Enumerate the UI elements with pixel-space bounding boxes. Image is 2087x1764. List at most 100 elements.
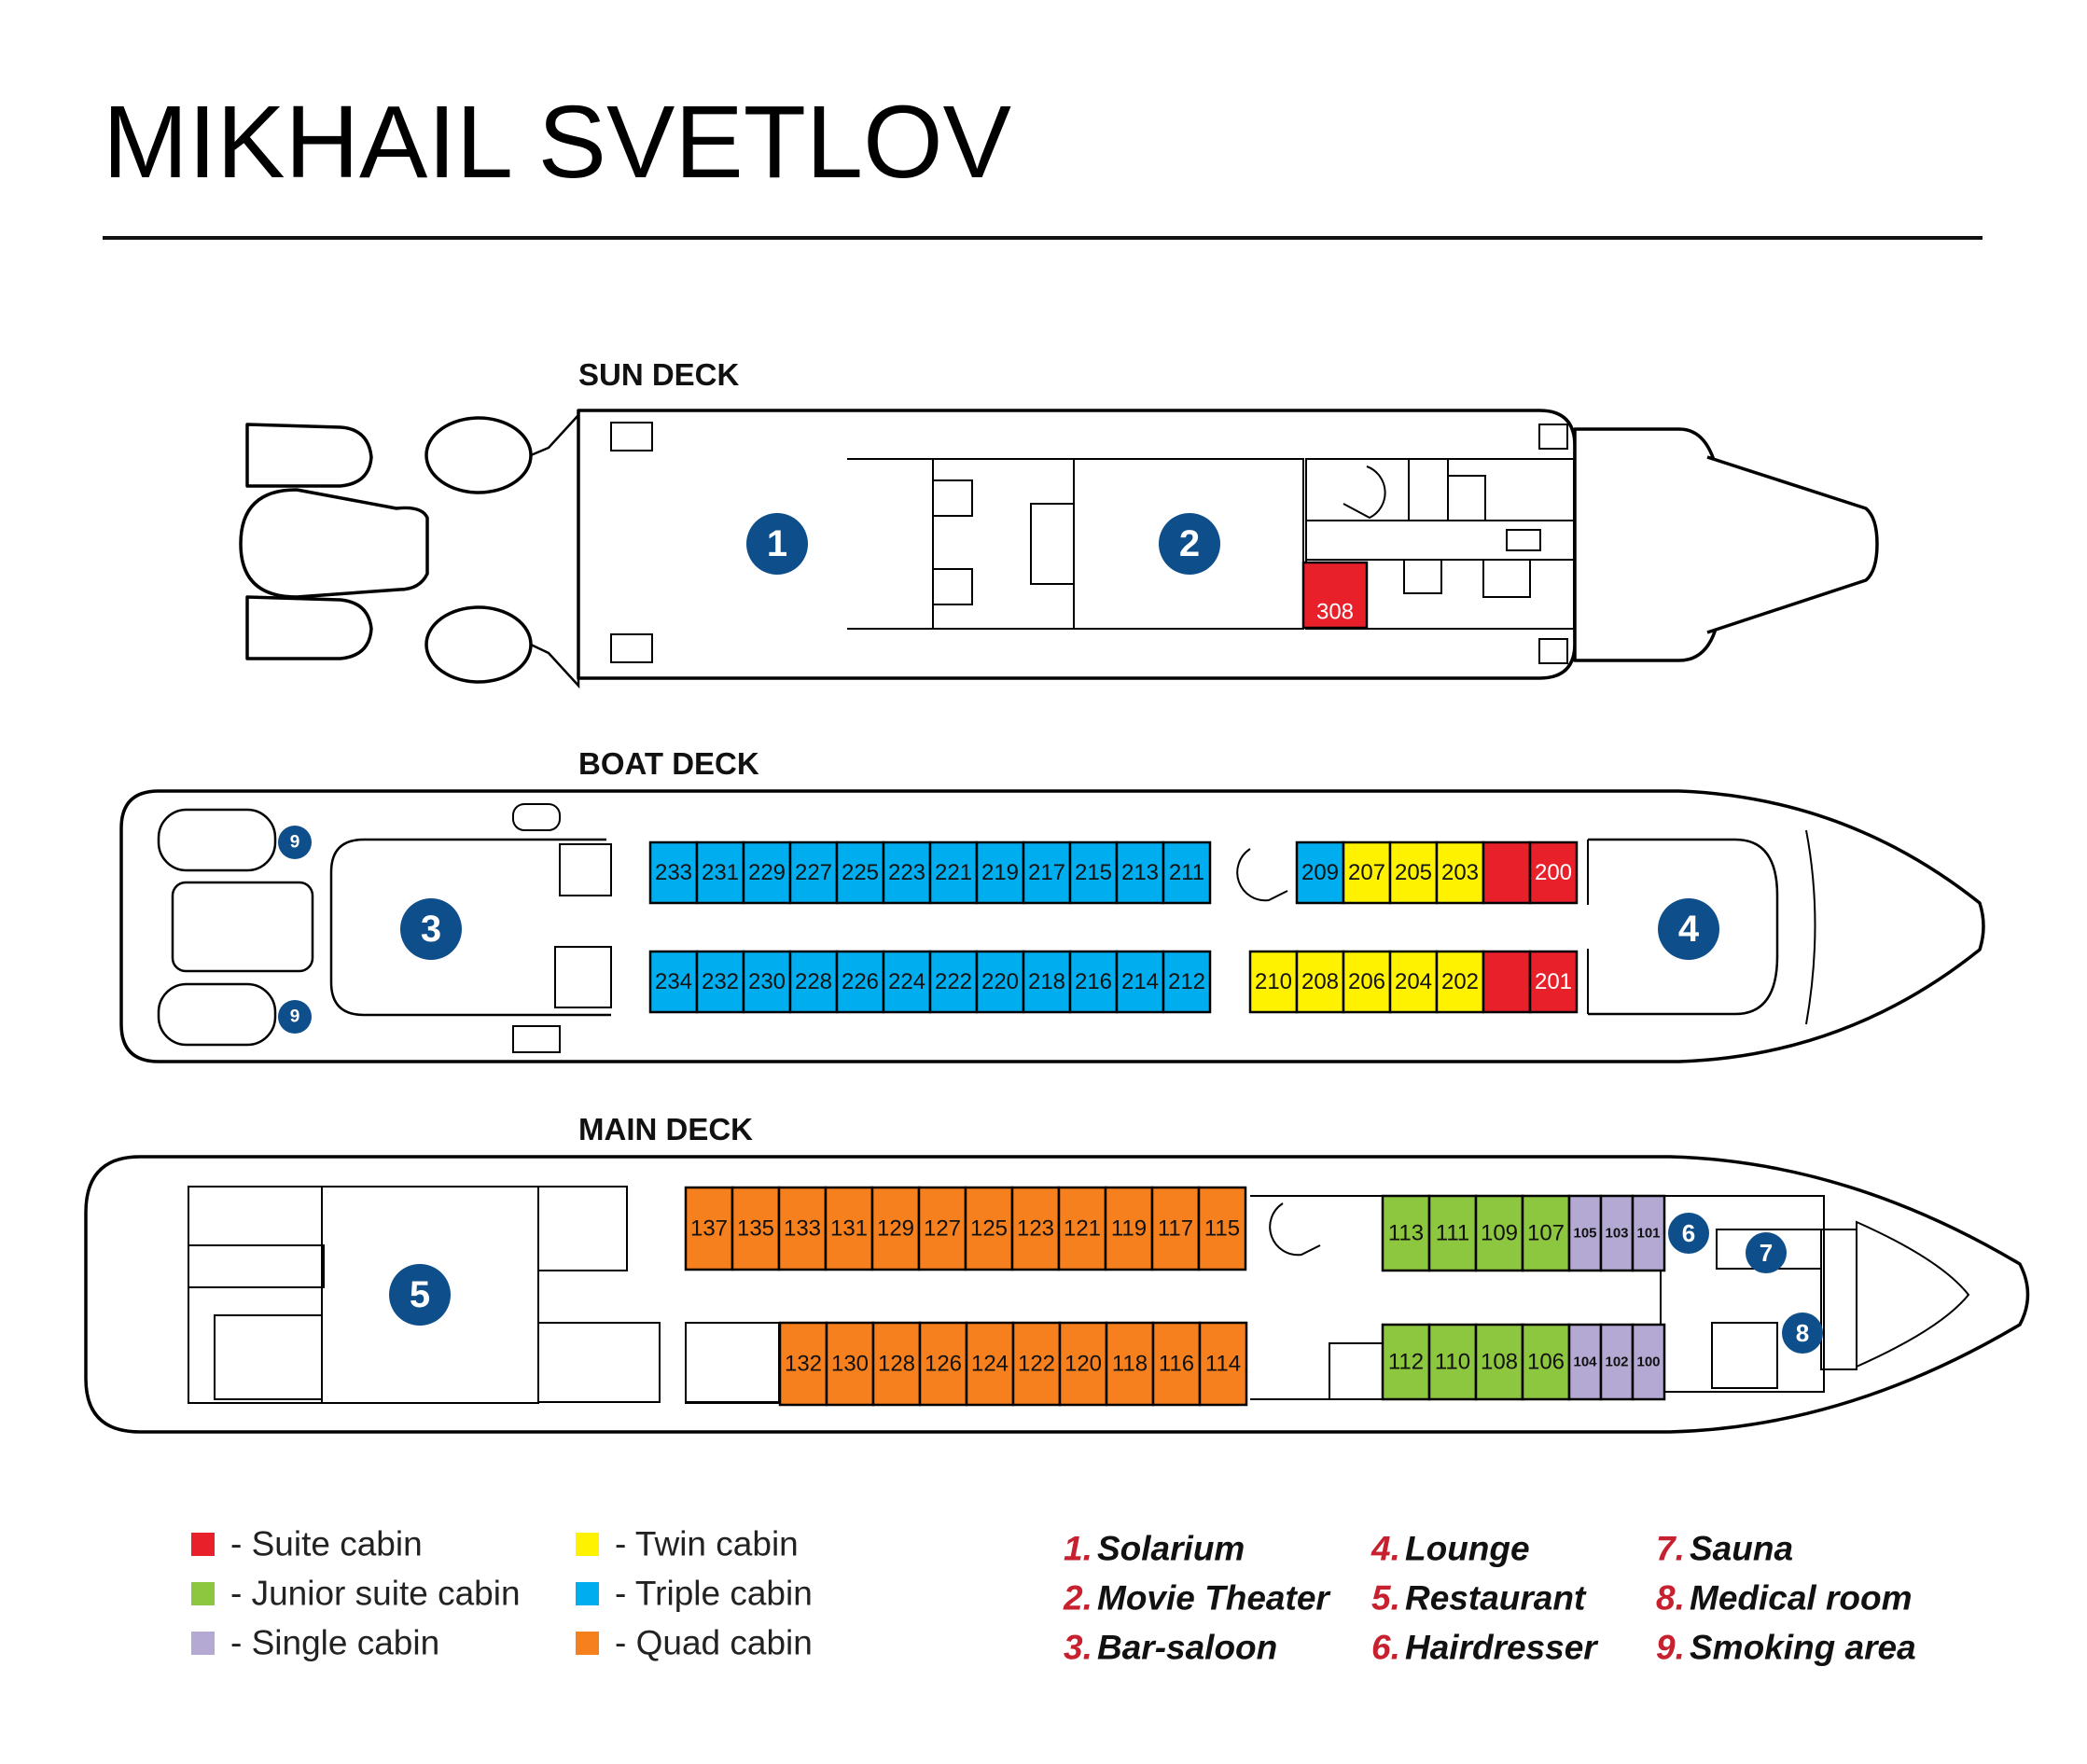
legend-label-suite: - Suite cabin xyxy=(230,1525,423,1563)
cabin-135[interactable] xyxy=(730,1186,781,1271)
cabin-114[interactable] xyxy=(1198,1321,1248,1407)
cabin-226[interactable] xyxy=(835,950,885,1014)
facility-number: 6. xyxy=(1371,1629,1400,1667)
cabin-200[interactable] xyxy=(1528,840,1579,905)
cabin-227-label: 227 xyxy=(795,860,832,885)
cabin-234[interactable] xyxy=(648,950,699,1014)
cabin-232-label: 232 xyxy=(702,969,739,994)
cabin-202[interactable] xyxy=(1435,950,1485,1014)
cabin-130[interactable] xyxy=(825,1321,875,1407)
cabin-129[interactable] xyxy=(870,1186,921,1271)
cabin-133[interactable] xyxy=(777,1186,828,1271)
cabin-222[interactable] xyxy=(928,950,979,1014)
badge-7[interactable]: 7 xyxy=(1746,1232,1787,1273)
cabin-208[interactable] xyxy=(1295,950,1345,1014)
cabin-122[interactable] xyxy=(1011,1321,1062,1407)
cabin-112[interactable] xyxy=(1381,1323,1431,1401)
cabin-214[interactable] xyxy=(1115,950,1165,1014)
cabin-109[interactable] xyxy=(1474,1194,1524,1272)
cabin-105[interactable] xyxy=(1567,1194,1603,1272)
cabin-109-label: 109 xyxy=(1481,1221,1518,1246)
cabin-224[interactable] xyxy=(882,950,932,1014)
cabin-116[interactable] xyxy=(1151,1321,1202,1407)
cabin-110-label: 110 xyxy=(1435,1350,1470,1375)
facility-name: Lounge xyxy=(1405,1530,1530,1568)
cabin-123[interactable] xyxy=(1010,1186,1061,1271)
cabin-209-label: 209 xyxy=(1301,860,1339,885)
cabin-137[interactable] xyxy=(684,1186,734,1271)
cabin-221[interactable] xyxy=(928,840,979,905)
cabin-103[interactable] xyxy=(1599,1194,1635,1272)
main-bow-inner xyxy=(1856,1220,1970,1368)
badge-6[interactable]: 6 xyxy=(1668,1213,1709,1254)
cabin-229[interactable] xyxy=(742,840,792,905)
main-structure xyxy=(1820,1229,1857,1370)
sun-vent-top xyxy=(424,416,533,494)
cabin-204[interactable] xyxy=(1388,950,1439,1014)
cabin-218[interactable] xyxy=(1022,950,1072,1014)
cabin-122-label: 122 xyxy=(1018,1352,1055,1377)
cabin-118-label: 118 xyxy=(1112,1352,1148,1377)
cabin-225-label: 225 xyxy=(842,860,879,885)
cabin-308[interactable] xyxy=(1301,561,1369,630)
cabin-203[interactable] xyxy=(1435,840,1485,905)
cabin-201-label: 201 xyxy=(1535,969,1572,994)
cabin-124-label: 124 xyxy=(971,1352,1009,1377)
cabin-119[interactable] xyxy=(1104,1186,1154,1271)
boat-structure xyxy=(554,946,612,1008)
cabin-232[interactable] xyxy=(695,950,745,1014)
badge-8[interactable]: 8 xyxy=(1782,1313,1823,1354)
legend-label-triple: - Triple cabin xyxy=(615,1575,813,1613)
main-structure xyxy=(685,1322,780,1404)
cabin-unlabeled[interactable] xyxy=(1482,840,1532,905)
badge-1[interactable]: 1 xyxy=(746,513,808,575)
badge-5[interactable]: 5 xyxy=(389,1264,451,1326)
cabin-210[interactable] xyxy=(1248,950,1299,1014)
cabin-227[interactable] xyxy=(788,840,839,905)
cabin-212[interactable] xyxy=(1162,950,1212,1014)
cabin-132[interactable] xyxy=(778,1321,828,1407)
lounge-room xyxy=(1588,838,1779,1016)
cabin-220[interactable] xyxy=(975,950,1025,1014)
cabin-225[interactable] xyxy=(835,840,885,905)
facility-name: Solarium xyxy=(1097,1530,1245,1568)
cabin-209[interactable] xyxy=(1295,840,1345,905)
cabin-213[interactable] xyxy=(1115,840,1165,905)
cabin-125[interactable] xyxy=(964,1186,1014,1271)
cabin-unlabeled[interactable] xyxy=(1482,950,1532,1014)
badge-8-label: 8 xyxy=(1796,1319,1809,1347)
sun-main-body xyxy=(577,409,1577,680)
cabin-233[interactable] xyxy=(648,840,699,905)
cabin-201[interactable] xyxy=(1528,950,1579,1014)
cabin-110[interactable] xyxy=(1427,1323,1478,1401)
badge-1-label: 1 xyxy=(767,523,787,564)
badge-9-bottom[interactable]: 9 xyxy=(278,1000,312,1034)
sun-structure xyxy=(1403,559,1442,594)
cabin-111[interactable] xyxy=(1427,1194,1478,1272)
cabin-129-label: 129 xyxy=(877,1216,914,1242)
aft-seating xyxy=(171,881,314,973)
badge-3[interactable]: 3 xyxy=(400,898,462,960)
cabin-215[interactable] xyxy=(1068,840,1119,905)
cabin-121-label: 121 xyxy=(1064,1216,1101,1242)
cabin-118[interactable] xyxy=(1105,1321,1155,1407)
sun-vent-bottom xyxy=(424,605,533,684)
cabin-100[interactable] xyxy=(1631,1323,1666,1401)
cabin-211[interactable] xyxy=(1162,840,1212,905)
medical-room xyxy=(1711,1322,1778,1389)
badge-2[interactable]: 2 xyxy=(1159,513,1220,575)
sun-deck-plan: 308 xyxy=(239,409,1879,689)
cabin-112-label: 112 xyxy=(1388,1350,1424,1375)
badge-4[interactable]: 4 xyxy=(1658,898,1719,960)
cabin-217[interactable] xyxy=(1022,840,1072,905)
cabin-115[interactable] xyxy=(1197,1186,1247,1271)
cabin-223[interactable] xyxy=(882,840,932,905)
cabin-133-label: 133 xyxy=(784,1216,821,1242)
badge-9-top[interactable]: 9 xyxy=(278,826,312,859)
cabin-231[interactable] xyxy=(695,840,745,905)
cabin-228[interactable] xyxy=(788,950,839,1014)
cabin-206[interactable] xyxy=(1342,950,1392,1014)
cabin-127[interactable] xyxy=(917,1186,967,1271)
cabin-101[interactable] xyxy=(1631,1194,1666,1272)
